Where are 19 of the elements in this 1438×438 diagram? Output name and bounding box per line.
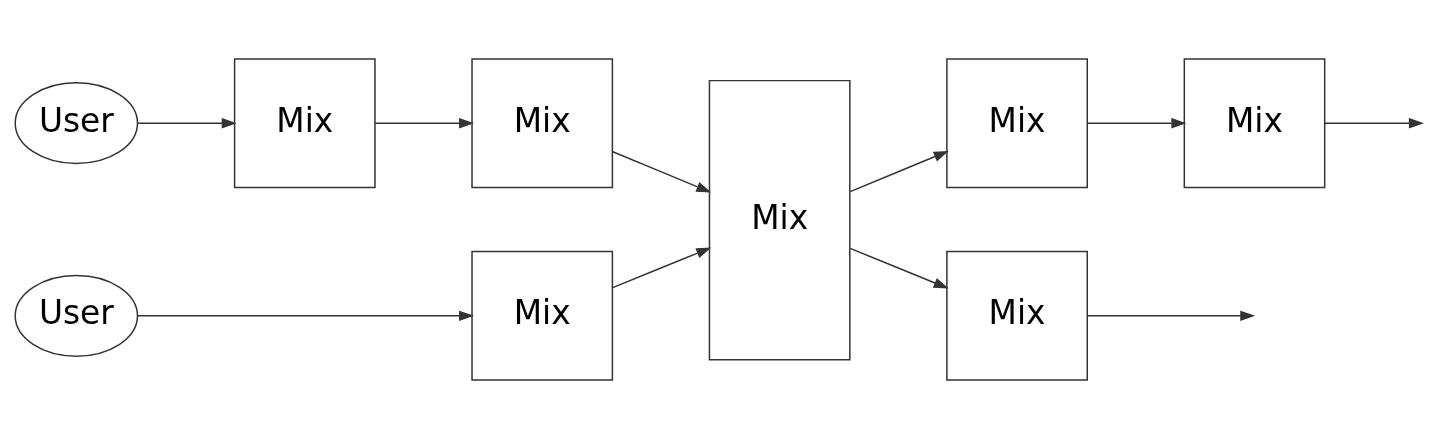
node-ellipse: User <box>14 274 139 357</box>
arrow <box>374 117 474 128</box>
node-box: Mix <box>471 250 614 381</box>
node-box: Mix <box>946 250 1088 381</box>
arrow <box>1086 117 1187 128</box>
arrow <box>612 150 712 193</box>
arrow <box>136 117 237 128</box>
node-box: Mix <box>471 57 614 188</box>
arrow <box>849 247 949 289</box>
arrow <box>1324 117 1424 128</box>
arrow <box>849 150 949 192</box>
node-box: Mix <box>946 57 1088 188</box>
node-box: Mix <box>233 57 376 188</box>
node-box: Mix <box>1183 57 1326 188</box>
node-box: Mix <box>708 79 851 361</box>
node-ellipse: User <box>14 81 139 164</box>
arrow <box>1086 310 1256 321</box>
arrow <box>612 247 712 288</box>
arrow <box>137 310 474 321</box>
